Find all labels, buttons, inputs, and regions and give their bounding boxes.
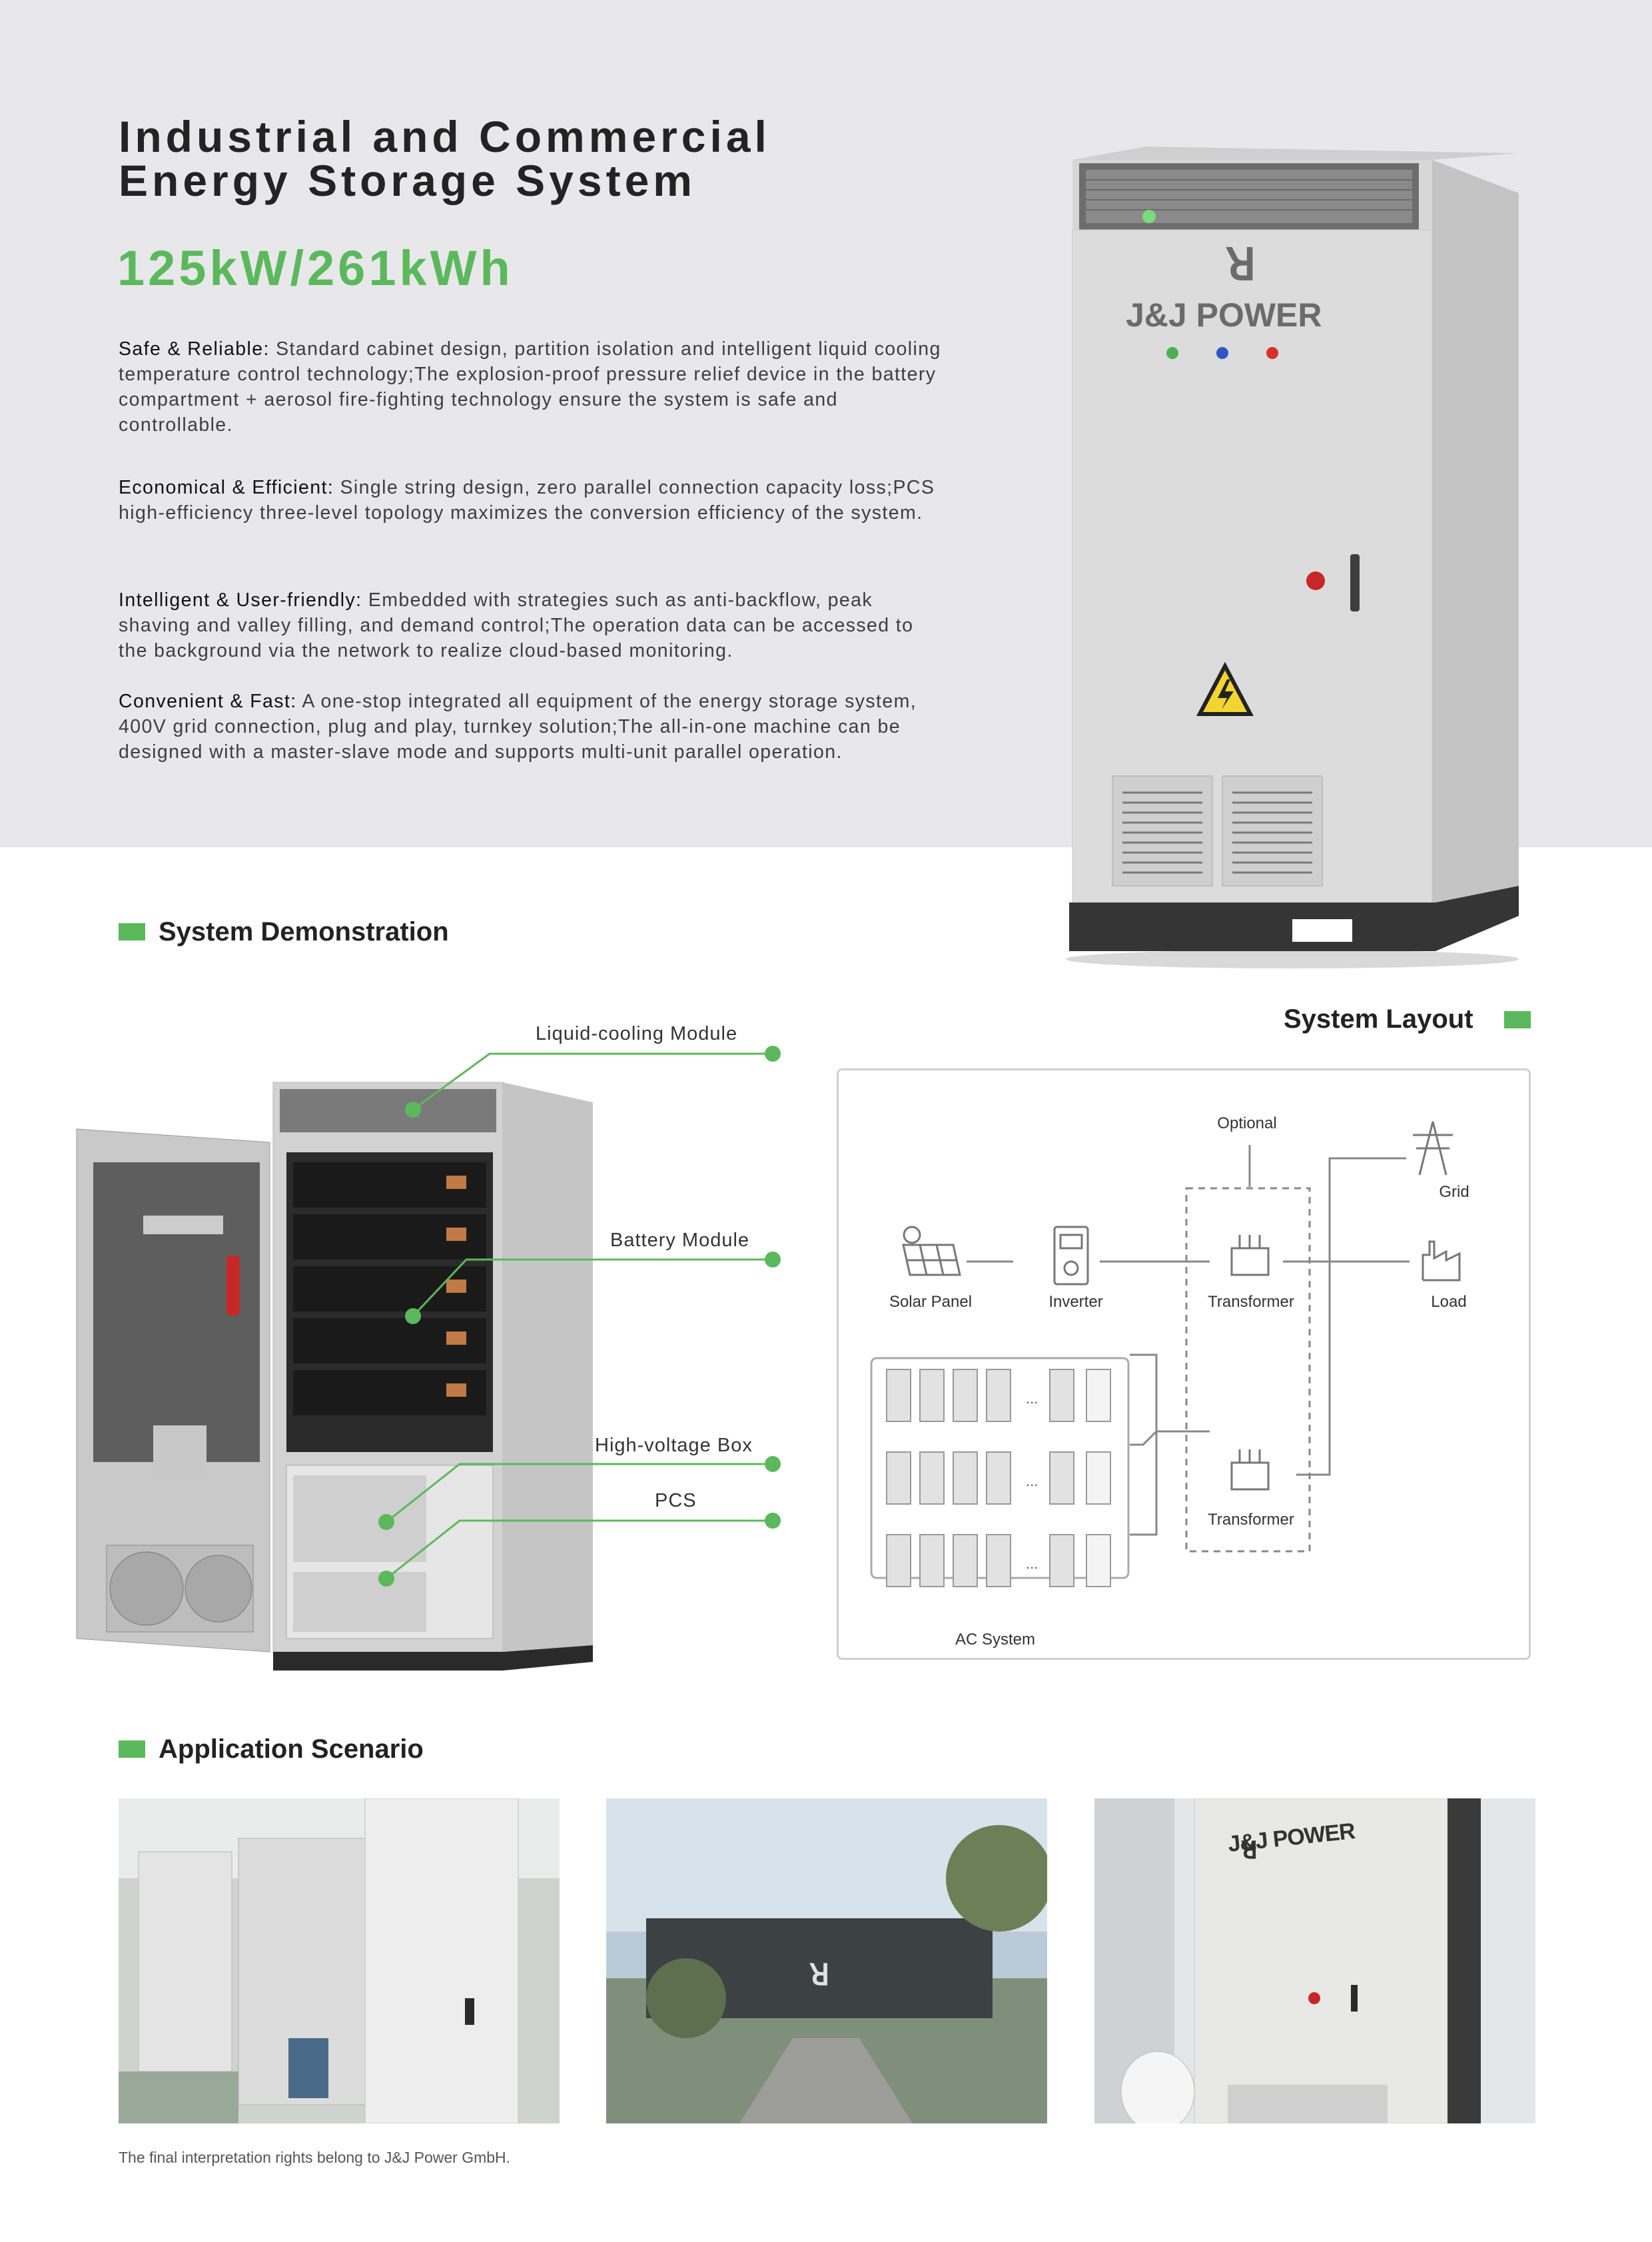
feature-label: Intelligent & User-friendly: <box>119 589 362 611</box>
section-title-application: Application Scenario <box>159 1734 424 1764</box>
layout-diagram-frame <box>837 1068 1531 1660</box>
ellipsis-label: ... <box>1026 1555 1038 1572</box>
brand-logo-icon: ꓤ <box>1226 240 1256 289</box>
grid-tower-icon <box>1413 1121 1453 1176</box>
transformer-icon <box>1230 1449 1270 1491</box>
feature-text: Embedded with strategies such as anti-ba… <box>119 589 914 661</box>
label-transformer-top: Transformer <box>1208 1293 1294 1311</box>
label-transformer-bottom: Transformer <box>1208 1511 1294 1529</box>
feature-label: Economical & Efficient: <box>119 477 334 498</box>
callout-dot <box>405 1308 421 1324</box>
callout-dot <box>765 1046 781 1062</box>
label-ac-system: AC System <box>955 1631 1036 1649</box>
label-solar-panel: Solar Panel <box>889 1293 973 1311</box>
ac-cabinet-rows-icon <box>886 1369 1111 1587</box>
feature-text: A one-stop integrated all equipment of t… <box>119 691 917 763</box>
callout-pcs: PCS <box>655 1490 697 1511</box>
scenario-photo-building: ꓤ <box>606 1798 1047 2123</box>
solar-panel-icon <box>902 1226 961 1276</box>
callout-dot <box>765 1513 781 1529</box>
feature-convenient: Convenient & Fast: A one-stop integrated… <box>119 689 945 765</box>
callout-dot <box>378 1514 394 1530</box>
callout-dot <box>405 1102 421 1118</box>
footer-disclaimer: The final interpretation rights belong t… <box>119 2149 511 2166</box>
feature-label: Safe & Reliable: <box>119 338 270 360</box>
section-title-layout: System Layout <box>1284 1004 1473 1034</box>
section-marker-icon <box>119 923 145 940</box>
section-marker-icon <box>119 1740 145 1758</box>
section-title-demonstration: System Demonstration <box>159 917 449 946</box>
feature-economical: Economical & Efficient: Single string de… <box>119 475 945 526</box>
scenario-photo-factory <box>119 1798 560 2123</box>
inverter-icon <box>1053 1226 1089 1286</box>
scenario-photo-exhibition: ꓤ <box>1094 1798 1535 2123</box>
label-inverter: Inverter <box>1048 1293 1103 1311</box>
building-logo-icon: ꓤ <box>809 1959 830 1992</box>
callout-dot <box>765 1252 781 1268</box>
ellipsis-label: ... <box>1026 1473 1038 1489</box>
brand-logo-icon: ꓤ <box>1241 1836 1258 1864</box>
ellipsis-label: ... <box>1026 1390 1038 1407</box>
feature-text: Single string design, zero parallel conn… <box>119 477 935 524</box>
feature-label: Convenient & Fast: <box>119 691 297 712</box>
label-grid: Grid <box>1439 1183 1469 1201</box>
title-line-1: Industrial and Commercial <box>119 112 771 161</box>
title-line-2: Energy Storage System <box>119 156 696 205</box>
callout-high-voltage-box: High-voltage Box <box>595 1435 753 1456</box>
section-marker-icon <box>1504 1011 1531 1028</box>
cabinet-open-door-image <box>76 1082 593 1671</box>
feature-text: Standard cabinet design, partition isola… <box>119 338 941 436</box>
label-load: Load <box>1431 1293 1467 1311</box>
brand-name: J&J POWER <box>1126 296 1322 334</box>
feature-safe-reliable: Safe & Reliable: Standard cabinet design… <box>119 336 945 438</box>
callout-battery-module: Battery Module <box>610 1230 750 1251</box>
power-rating: 125kW/261kWh <box>117 240 514 296</box>
transformer-icon <box>1230 1235 1270 1276</box>
page-title: Industrial and Commercial Energy Storage… <box>119 115 771 202</box>
callout-dot <box>378 1571 394 1587</box>
layout-diagram: ... ... ... <box>870 1121 1461 1587</box>
callout-liquid-cooling: Liquid-cooling Module <box>536 1023 738 1044</box>
callout-dot <box>765 1456 781 1472</box>
factory-load-icon <box>1422 1240 1461 1282</box>
feature-intelligent: Intelligent & User-friendly: Embedded wi… <box>119 587 945 663</box>
cabinet-product-image: ꓤ J&J POWER <box>1066 147 1519 968</box>
label-optional: Optional <box>1217 1114 1277 1132</box>
